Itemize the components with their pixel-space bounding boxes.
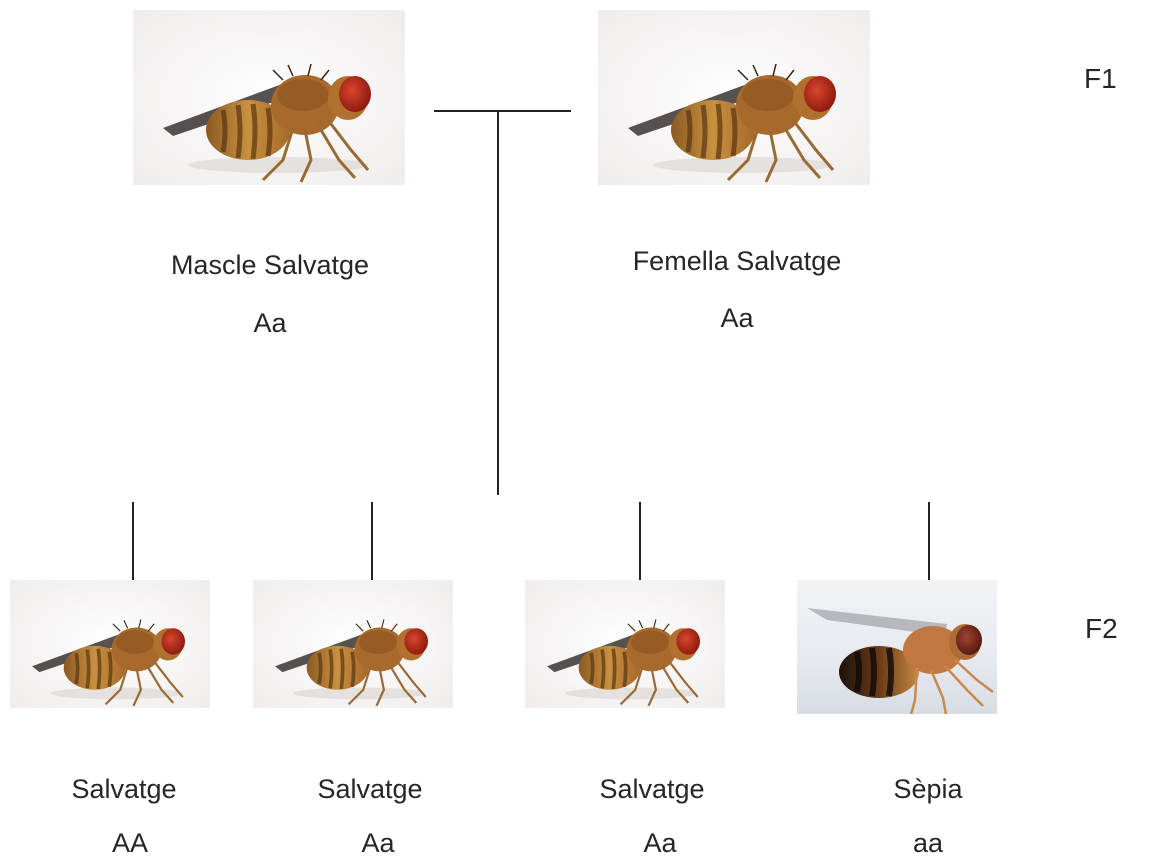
female-genotype-label: Aa	[587, 303, 887, 334]
f1-generation-label: F1	[1084, 63, 1117, 95]
cross-horizontal-line	[434, 110, 571, 112]
offspring-2-connector	[371, 502, 373, 580]
offspring-2-fly-photo	[253, 580, 453, 708]
offspring-4-sepia-fly-photo	[797, 580, 997, 714]
offspring-3-genotype: Aa	[560, 828, 760, 859]
offspring-4-connector	[928, 502, 930, 580]
offspring-1-genotype: AA	[30, 828, 230, 859]
offspring-3-connector	[639, 502, 641, 580]
male-wild-fly-photo	[133, 10, 405, 185]
offspring-1-fly-photo	[10, 580, 210, 708]
offspring-3-fly-photo	[525, 580, 725, 708]
offspring-3-phenotype: Salvatge	[552, 774, 752, 805]
female-wild-fly-photo	[598, 10, 870, 185]
offspring-4-phenotype: Sèpia	[828, 774, 1028, 805]
offspring-4-genotype: aa	[828, 828, 1028, 859]
offspring-1-phenotype: Salvatge	[24, 774, 224, 805]
offspring-2-phenotype: Salvatge	[270, 774, 470, 805]
female-phenotype-label: Femella Salvatge	[587, 246, 887, 277]
offspring-2-genotype: Aa	[278, 828, 478, 859]
offspring-1-connector	[132, 502, 134, 580]
f2-generation-label: F2	[1085, 613, 1118, 645]
cross-vertical-line	[497, 110, 499, 495]
male-phenotype-label: Mascle Salvatge	[120, 250, 420, 281]
male-genotype-label: Aa	[120, 308, 420, 339]
